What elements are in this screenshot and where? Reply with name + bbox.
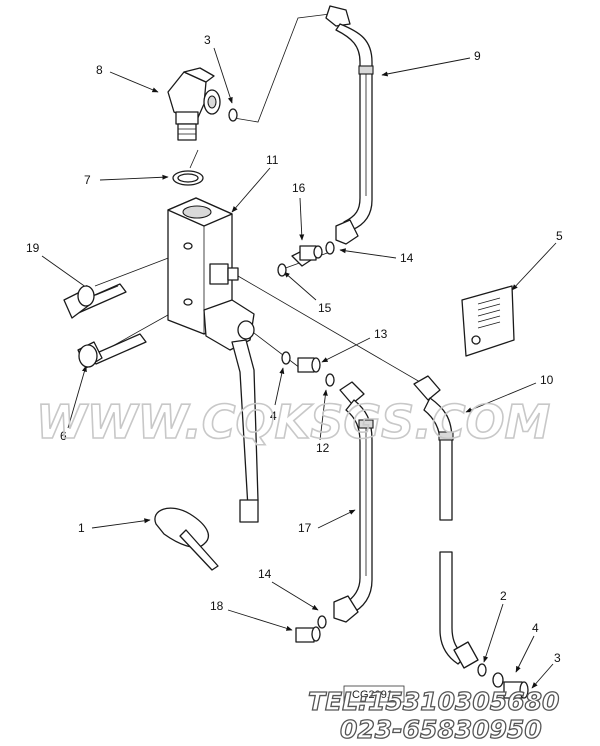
fitting-part-18 xyxy=(295,626,321,643)
callout-10: 10 xyxy=(540,373,554,387)
cable-tie-part-1 xyxy=(154,507,219,571)
callout-4: 4 xyxy=(270,409,277,423)
label-plate-part-5 xyxy=(461,285,515,357)
reference-code: CG2091 xyxy=(343,685,405,703)
bolt-part-6 xyxy=(77,333,147,369)
callout-19: 19 xyxy=(26,241,40,255)
callout-3: 3 xyxy=(554,651,561,665)
callout-12: 12 xyxy=(316,441,330,455)
watermark-site: WWW.CQKSGS.COM xyxy=(36,395,550,449)
callout-14: 14 xyxy=(258,567,272,581)
washer-part-15 xyxy=(277,263,287,277)
callout-9: 9 xyxy=(474,49,481,63)
fitting-part-16 xyxy=(291,245,323,267)
hose-part-10 xyxy=(413,375,479,669)
watermark-phone: TEL:15310305680 xyxy=(308,687,559,716)
callout-13: 13 xyxy=(374,327,388,341)
callout-3: 3 xyxy=(204,33,211,47)
watermark-phone2: 023-65830950 xyxy=(340,715,542,744)
callout-8: 8 xyxy=(96,63,103,77)
manifold-block-part-11 xyxy=(167,197,255,351)
callout-labels: 3 8 9 7 11 16 19 14 5 15 13 10 4 6 12 1 … xyxy=(26,33,563,665)
callout-1: 1 xyxy=(78,521,85,535)
callout-7: 7 xyxy=(84,173,91,187)
callout-11: 11 xyxy=(266,153,279,167)
fitting-part-13 xyxy=(297,357,321,373)
washer-part-14-bottom xyxy=(317,615,327,629)
leader-lines xyxy=(41,47,557,689)
callout-16: 16 xyxy=(292,181,306,195)
callout-4: 4 xyxy=(532,621,539,635)
washer-part-3-top xyxy=(228,108,238,122)
washer-part-12 xyxy=(325,373,335,387)
bolt-part-19 xyxy=(63,283,127,319)
hose-part-9 xyxy=(325,5,374,245)
callout-18: 18 xyxy=(210,599,224,613)
o-ring-part-7 xyxy=(172,170,204,186)
callout-5: 5 xyxy=(556,229,563,243)
callout-2: 2 xyxy=(500,589,507,603)
sensor-wire xyxy=(231,339,259,523)
fitting-part-3-bottom xyxy=(503,681,529,699)
callout-14: 14 xyxy=(400,251,414,265)
washer-part-4-mid xyxy=(281,351,291,365)
washer-part-14-top xyxy=(325,241,335,255)
callout-17: 17 xyxy=(298,521,312,535)
callout-15: 15 xyxy=(318,301,332,315)
washer-part-2 xyxy=(477,663,487,677)
reference-code-text: CG2091 xyxy=(352,689,393,701)
washer-part-4-bottom xyxy=(492,672,504,688)
elbow-fitting-part-8 xyxy=(167,67,221,141)
callout-6: 6 xyxy=(60,429,67,443)
hose-part-17 xyxy=(333,381,374,623)
